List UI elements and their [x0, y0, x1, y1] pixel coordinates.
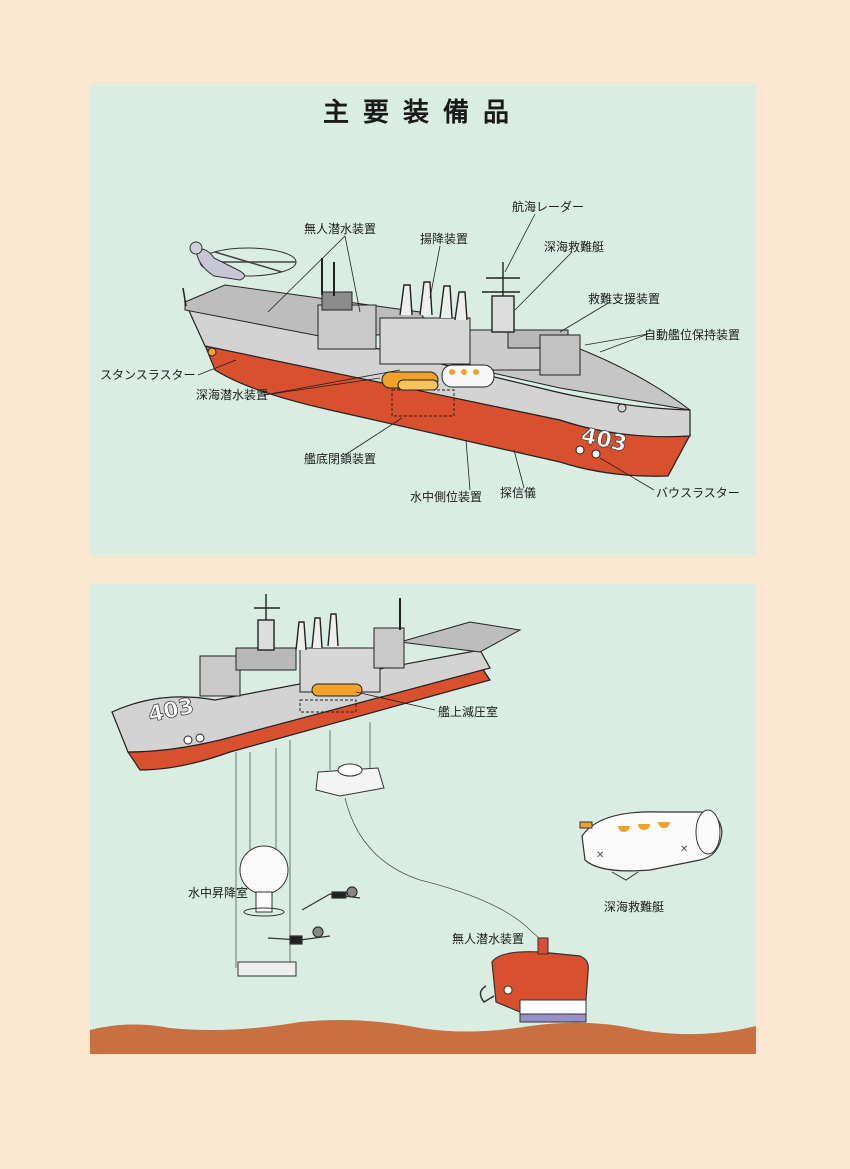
top-hull-grey	[183, 301, 691, 438]
label-hoist: 揚降装置	[420, 232, 469, 246]
drsv-icon: ✕ ✕	[579, 809, 723, 881]
diver-icon	[301, 886, 361, 911]
diver-icon	[267, 926, 331, 945]
label-deep-diving: 深海潜水装置	[196, 388, 269, 402]
svg-text:✕: ✕	[680, 844, 688, 855]
rov-icon	[479, 937, 589, 1023]
label-nav-radar: 航海レーダー	[512, 200, 585, 214]
label-bottom-hatch: 艦底閉鎖装置	[304, 452, 377, 466]
label-underwater-positioning: 水中側位装置	[410, 490, 483, 504]
top-ship-diagram: 403	[182, 213, 692, 491]
label-dps: 自動艦位保持装置	[644, 328, 741, 342]
label-bow-thruster: バウスラスター	[656, 486, 740, 500]
label-stern-thruster: スタンスラスター	[100, 368, 196, 382]
rov-launcher-icon	[315, 763, 385, 797]
label-sonar: 探信儀	[500, 486, 537, 500]
transfer-capsule-icon	[237, 845, 297, 977]
svg-text:✕: ✕	[596, 850, 604, 861]
bottom-hull-grey	[111, 649, 491, 753]
label-deck-chamber: 艦上減圧室	[438, 705, 499, 719]
label-transfer-capsule: 水中昇降室	[188, 886, 249, 900]
bottom-operation-diagram: 403	[90, 594, 756, 1054]
page-title: 主要装備品	[322, 98, 523, 128]
label-rov: 無人潜水装置	[452, 932, 525, 946]
helicopter-icon	[189, 241, 297, 281]
seabed	[90, 1020, 756, 1054]
label-drsv: 深海救難艇	[544, 240, 605, 254]
label-rov-system: 無人潜水装置	[304, 222, 377, 236]
label-bottom-drsv: 深海救難艇	[604, 900, 665, 914]
label-rescue-support: 救難支援装置	[588, 292, 661, 306]
